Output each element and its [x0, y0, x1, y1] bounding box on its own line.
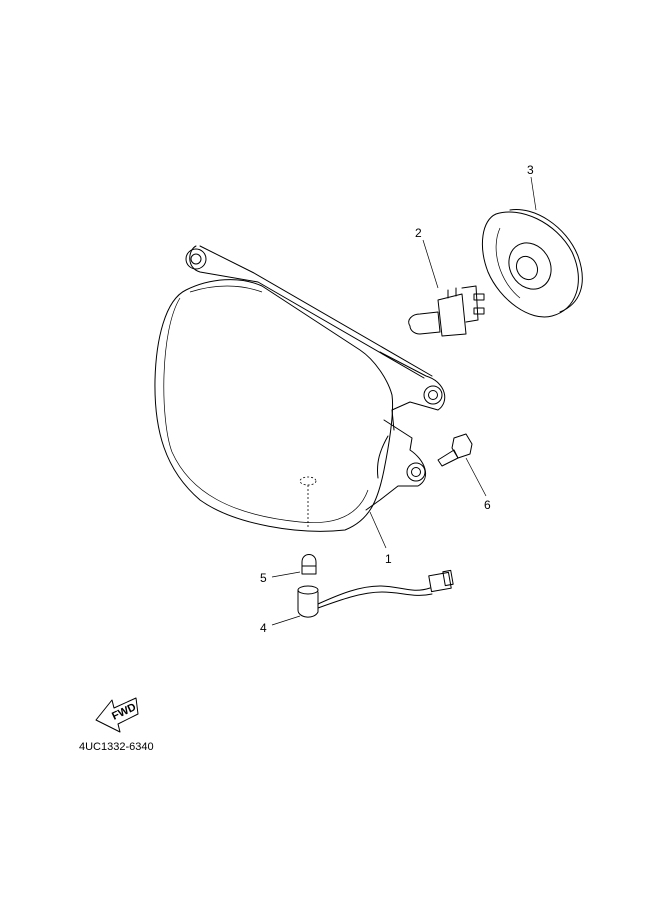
- leader-6: [465, 457, 487, 497]
- position-bulb: [301, 554, 317, 575]
- leader-2: [422, 239, 439, 289]
- fwd-arrow-icon: FWD: [95, 697, 139, 733]
- socket-cord: [297, 569, 454, 618]
- bolt: [437, 433, 473, 467]
- headlight-assembly: [154, 245, 446, 532]
- leader-1: [369, 511, 387, 549]
- callout-6: 6: [484, 498, 491, 512]
- leader-5: [271, 571, 301, 578]
- diagram-code: 4UC1332-6340: [79, 741, 154, 753]
- callout-4: 4: [260, 621, 267, 635]
- leader-4: [271, 615, 301, 626]
- headlight-bulb: [408, 285, 485, 337]
- bulb-cover: [482, 209, 583, 318]
- callout-1: 1: [385, 552, 392, 566]
- leader-3: [530, 176, 537, 211]
- callout-3: 3: [527, 163, 534, 177]
- callout-2: 2: [415, 226, 422, 240]
- fwd-label: FWD: [110, 701, 138, 722]
- callout-5: 5: [260, 571, 267, 585]
